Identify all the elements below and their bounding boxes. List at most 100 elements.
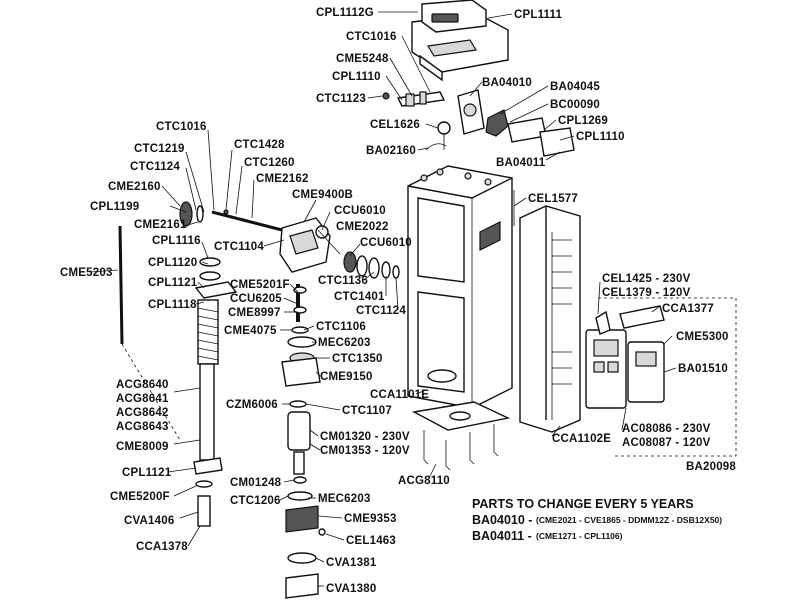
- label-cpl1112g: CPL1112G: [316, 7, 374, 19]
- label-mec6203-bottom: MEC6203: [318, 493, 371, 505]
- label-cpl1116: CPL1116: [152, 235, 201, 247]
- label-cel1626: CEL1626: [370, 119, 420, 131]
- control-board-part: [585, 305, 665, 409]
- label-cpl1121-top: CPL1121: [148, 277, 198, 289]
- label-ba20098: BA20098: [686, 461, 736, 473]
- note-title: PARTS TO CHANGE EVERY 5 YEARS: [472, 497, 694, 511]
- label-ac08087: AC08087 - 120V: [622, 437, 711, 449]
- label-czm6006: CZM6006: [226, 399, 278, 411]
- gearbox-part: [279, 217, 331, 273]
- label-cel1425: CEL1425 - 230V: [602, 273, 691, 285]
- label-ba04045: BA04045: [550, 81, 600, 93]
- label-ctc1123: CTC1123: [316, 93, 366, 105]
- label-ac08086: AC08086 - 230V: [622, 423, 711, 435]
- label-ccu6010-b: CCU6010: [360, 237, 412, 249]
- label-ctc1401: CTC1401: [334, 291, 385, 303]
- main-housing-part: [407, 165, 513, 409]
- label-ctc1219: CTC1219: [134, 143, 185, 155]
- leader-lines: [89, 11, 677, 587]
- label-cme9353: CME9353: [344, 513, 397, 525]
- release-knob-part: [425, 121, 451, 151]
- label-ba02160: BA02160: [366, 145, 416, 157]
- base-plate-part: [411, 401, 511, 471]
- label-acg8640: ACG8640: [116, 379, 169, 391]
- label-cpl1120: CPL1120: [148, 257, 197, 269]
- rod-part: [118, 225, 124, 345]
- label-bc00090: BC00090: [550, 99, 600, 111]
- label-cpl1199: CPL1199: [90, 201, 139, 213]
- label-cca1378: CCA1378: [136, 541, 188, 553]
- label-ctc1136: CTC1136: [318, 275, 368, 287]
- label-ctc1260: CTC1260: [244, 157, 295, 169]
- label-ctc1428: CTC1428: [234, 139, 285, 151]
- top-cover-part: [411, 0, 509, 82]
- label-ctc1104: CTC1104: [214, 241, 264, 253]
- central-shaft-part: [281, 284, 326, 599]
- label-ctc1106: CTC1106: [316, 321, 366, 333]
- label-cpl1118: CPL1118: [148, 299, 197, 311]
- label-cme5201f: CME5201F: [230, 279, 290, 291]
- label-cme5300: CME5300: [676, 331, 729, 343]
- note-line2-detail: (CME1271 - CPL1106): [536, 531, 623, 541]
- label-cpl1111: CPL1111: [514, 9, 562, 21]
- upper-bracket-part: [457, 89, 575, 157]
- label-cva1381: CVA1381: [326, 557, 377, 569]
- spring-column-part: [193, 257, 238, 527]
- top-screw-part: [382, 91, 446, 107]
- label-cpl1110-right: CPL1110: [576, 131, 625, 143]
- label-cel1463: CEL1463: [346, 535, 396, 547]
- maintenance-note: PARTS TO CHANGE EVERY 5 YEARS BA04010 - …: [472, 497, 722, 543]
- hand-crank-shaft-part: [179, 201, 283, 232]
- label-mec6203-top: MEC6203: [318, 337, 371, 349]
- label-cpl1121-bottom: CPL1121: [122, 467, 172, 479]
- label-cme2022: CME2022: [336, 221, 389, 233]
- note-line1-code: BA04010 -: [472, 513, 532, 527]
- label-ctc1016-left: CTC1016: [156, 121, 207, 133]
- label-ba04011: BA04011: [496, 157, 546, 169]
- label-acg8643: ACG8643: [116, 421, 169, 433]
- label-cme5200f: CME5200F: [110, 491, 170, 503]
- label-cme5248: CME5248: [336, 53, 389, 65]
- label-acg8641: ACG8641: [116, 393, 169, 405]
- board-group-outline: [598, 297, 737, 457]
- label-cme4075: CME4075: [224, 325, 277, 337]
- label-acg8110: ACG8110: [398, 475, 450, 487]
- label-cel1379: CEL1379 - 120V: [602, 287, 691, 299]
- label-cel1577: CEL1577: [528, 193, 578, 205]
- label-ctc1350: CTC1350: [332, 353, 383, 365]
- label-cva1380: CVA1380: [326, 583, 376, 595]
- label-cpl1110-top: CPL1110: [332, 71, 381, 83]
- label-cm01248: CM01248: [230, 477, 282, 489]
- label-ctc1124-left: CTC1124: [130, 161, 180, 173]
- label-cme9150: CME9150: [320, 371, 373, 383]
- label-cme5203: CME5203: [60, 267, 113, 279]
- label-ctc1124-right: CTC1124: [356, 305, 406, 317]
- part-labels: CPL1112G CPL1111 CTC1016 CME5248 CPL1110…: [60, 7, 736, 595]
- rod-dash-line: [121, 343, 181, 441]
- label-ctc1107: CTC1107: [342, 405, 392, 417]
- label-acg8642: ACG8642: [116, 407, 169, 419]
- pinion-part: [343, 251, 400, 279]
- label-ba01510: BA01510: [678, 363, 728, 375]
- note-line1-detail: (CME2021 - CVE1865 - DDMM12Z - DSB12X50): [536, 515, 722, 525]
- label-cme8009: CME8009: [116, 441, 169, 453]
- label-cme8997: CME8997: [228, 307, 281, 319]
- label-cca1102e: CCA1102E: [552, 433, 611, 445]
- door-panel-part: [519, 205, 581, 433]
- label-ccu6205: CCU6205: [230, 293, 282, 305]
- label-ctc1016-top: CTC1016: [346, 31, 397, 43]
- label-ccu6010-a: CCU6010: [334, 205, 386, 217]
- label-cca1101e: CCA1101E: [370, 389, 429, 401]
- label-cme9400b: CME9400B: [292, 189, 353, 201]
- label-cme2161: CME2161: [134, 219, 187, 231]
- label-ctc1206: CTC1206: [230, 495, 281, 507]
- label-cva1406: CVA1406: [124, 515, 174, 527]
- label-cme2160: CME2160: [108, 181, 161, 193]
- note-line2-code: BA04011 -: [472, 529, 532, 543]
- label-cm01320: CM01320 - 230V: [320, 431, 410, 443]
- label-ba04010: BA04010: [482, 77, 532, 89]
- label-cme2162: CME2162: [256, 173, 309, 185]
- label-cca1377: CCA1377: [662, 303, 714, 315]
